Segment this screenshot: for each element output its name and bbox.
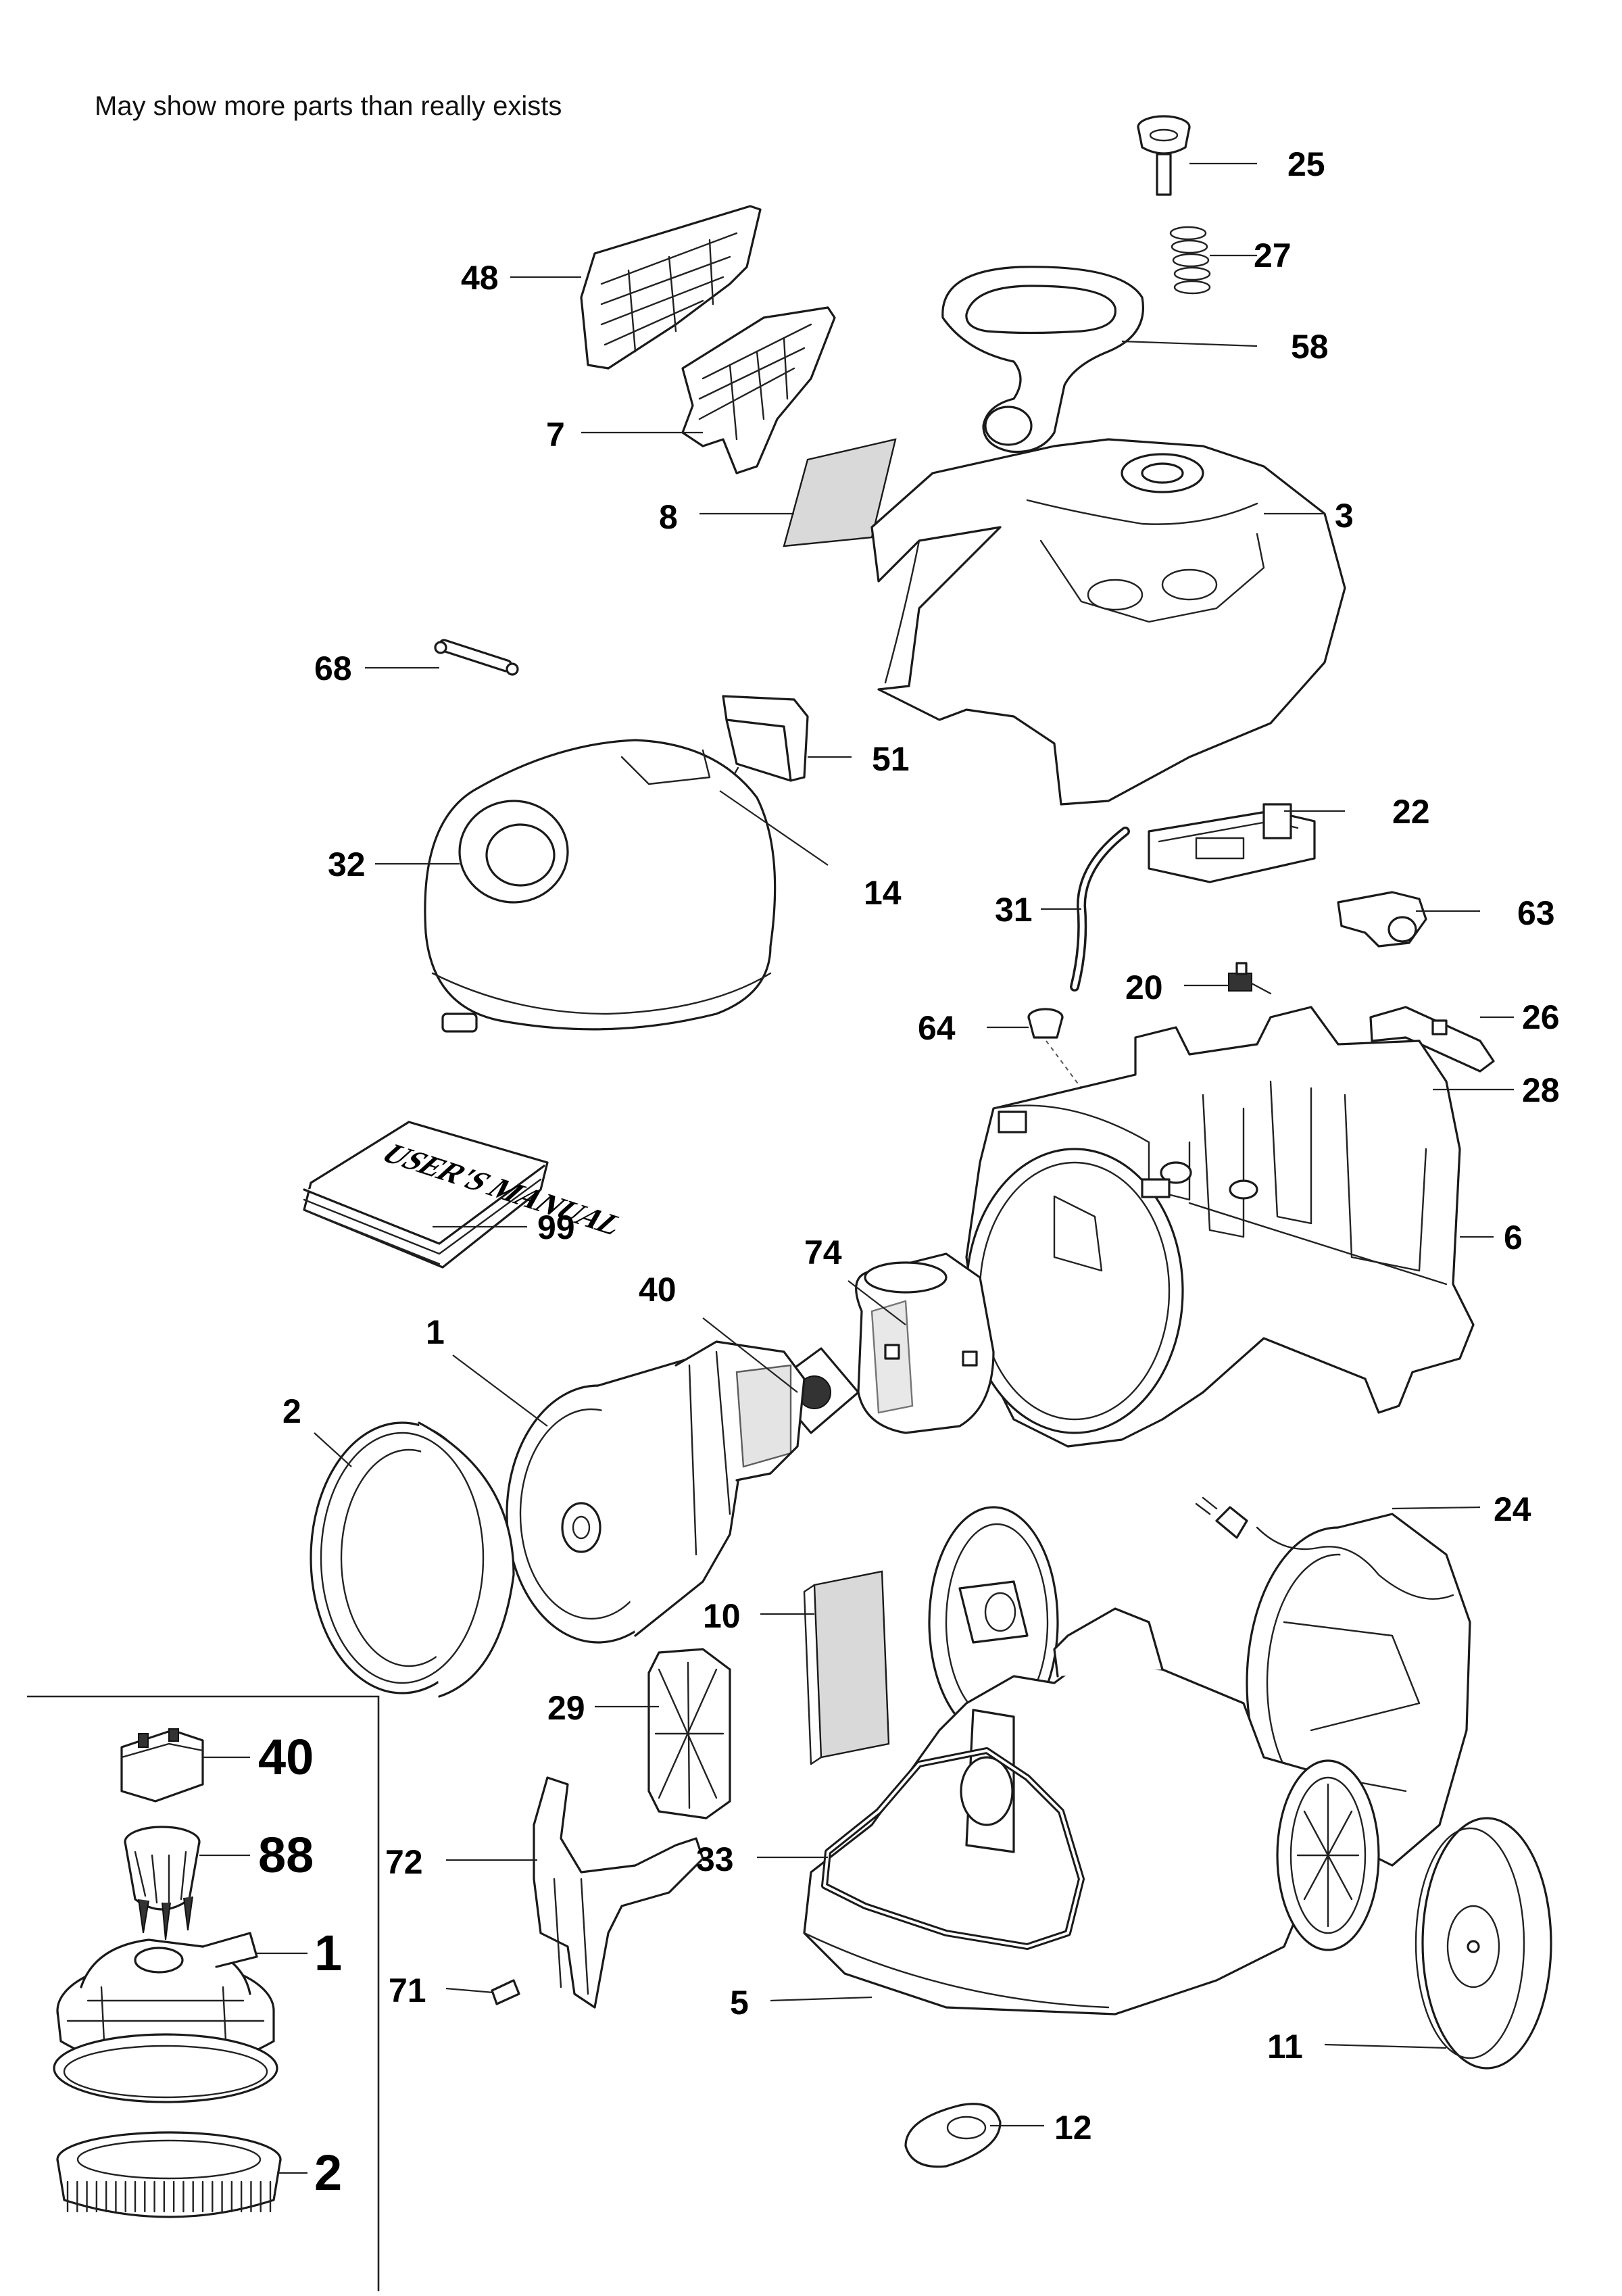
label-99: 99 bbox=[537, 1208, 575, 1246]
label-33: 33 bbox=[696, 1840, 734, 1878]
label-24: 24 bbox=[1494, 1490, 1531, 1528]
inset-part-40 bbox=[120, 1728, 204, 1803]
label-22: 22 bbox=[1392, 793, 1430, 831]
part-72-holder bbox=[533, 1776, 704, 2009]
part-7-filter-frame bbox=[681, 306, 836, 474]
label-8: 8 bbox=[659, 498, 678, 536]
inset-label-40: 40 bbox=[258, 1729, 314, 1785]
label-1: 1 bbox=[426, 1313, 445, 1351]
label-12: 12 bbox=[1054, 2109, 1092, 2147]
part-6-motor-housing bbox=[965, 1006, 1475, 1448]
part-12-foot bbox=[904, 2103, 1002, 2168]
inset-label-1: 1 bbox=[314, 1925, 342, 1981]
note-text: May show more parts than really exists bbox=[95, 91, 562, 121]
part-3-top-cover bbox=[870, 438, 1346, 806]
label-27: 27 bbox=[1254, 237, 1292, 274]
label-2: 2 bbox=[282, 1392, 301, 1430]
part-27-spring bbox=[1169, 226, 1211, 295]
label-11: 11 bbox=[1267, 2028, 1303, 2066]
inset-label-2: 2 bbox=[314, 2145, 342, 2201]
part-33-gasket bbox=[821, 1747, 1085, 1950]
part-68-pin bbox=[434, 639, 519, 676]
label-29: 29 bbox=[547, 1689, 585, 1727]
part-63-clip bbox=[1337, 891, 1427, 948]
label-48: 48 bbox=[461, 259, 499, 297]
part-20-switch bbox=[1228, 962, 1272, 995]
inset-part-1-motor bbox=[53, 1932, 278, 2103]
part-31-tube bbox=[1070, 827, 1130, 992]
part-74-filter-cup bbox=[855, 1252, 995, 1434]
inset-panel bbox=[27, 1695, 380, 2291]
label-28: 28 bbox=[1522, 1071, 1560, 1109]
callout-labels: 25 27 48 58 7 8 3 68 51 32 22 14 31 63 2… bbox=[282, 145, 1560, 2147]
label-20: 20 bbox=[1125, 969, 1163, 1006]
label-26: 26 bbox=[1522, 998, 1560, 1036]
inset-labels: 40 88 1 2 bbox=[258, 1729, 342, 2201]
label-7: 7 bbox=[546, 416, 565, 454]
part-99-manual: USER'S MANUAL bbox=[303, 1121, 634, 1269]
part-2-ring bbox=[310, 1421, 515, 1698]
part-26-lever bbox=[1369, 1006, 1495, 1073]
label-58: 58 bbox=[1291, 328, 1329, 366]
part-25-knob bbox=[1137, 115, 1191, 196]
label-51: 51 bbox=[872, 740, 910, 778]
part-32-front-cover bbox=[424, 739, 777, 1033]
inset-part-2-ring bbox=[56, 2131, 282, 2218]
label-40: 40 bbox=[639, 1271, 677, 1309]
label-6: 6 bbox=[1504, 1219, 1523, 1256]
part-10-filter bbox=[803, 1570, 890, 1765]
label-74: 74 bbox=[804, 1234, 842, 1271]
part-29-grille bbox=[647, 1648, 731, 1819]
rear-wheel-small bbox=[1276, 1759, 1380, 1951]
inset-label-88: 88 bbox=[258, 1827, 314, 1883]
label-3: 3 bbox=[1335, 497, 1354, 535]
part-64-plug bbox=[1027, 1008, 1082, 1089]
label-72: 72 bbox=[385, 1843, 423, 1881]
part-11-wheel bbox=[1415, 1817, 1552, 2070]
label-68: 68 bbox=[314, 650, 352, 687]
label-64: 64 bbox=[918, 1009, 956, 1047]
label-25: 25 bbox=[1287, 145, 1325, 183]
label-10: 10 bbox=[703, 1597, 741, 1635]
label-14: 14 bbox=[864, 874, 902, 912]
label-5: 5 bbox=[730, 1984, 749, 2022]
part-22-bracket bbox=[1148, 803, 1316, 883]
part-24-cord-reel bbox=[1195, 1496, 1471, 1867]
part-51-latch bbox=[722, 695, 809, 782]
label-63: 63 bbox=[1517, 894, 1555, 932]
inset-part-88 bbox=[124, 1826, 201, 1940]
label-71: 71 bbox=[389, 1972, 426, 2009]
part-71-clip bbox=[491, 1979, 520, 2005]
part-48-grille bbox=[580, 205, 762, 370]
label-32: 32 bbox=[328, 846, 366, 883]
part-8-filter-pad bbox=[783, 438, 897, 547]
label-31: 31 bbox=[995, 891, 1033, 929]
leader-lines bbox=[199, 162, 1514, 2174]
part-58-handle bbox=[941, 266, 1144, 454]
part-1-motor bbox=[506, 1340, 806, 1644]
